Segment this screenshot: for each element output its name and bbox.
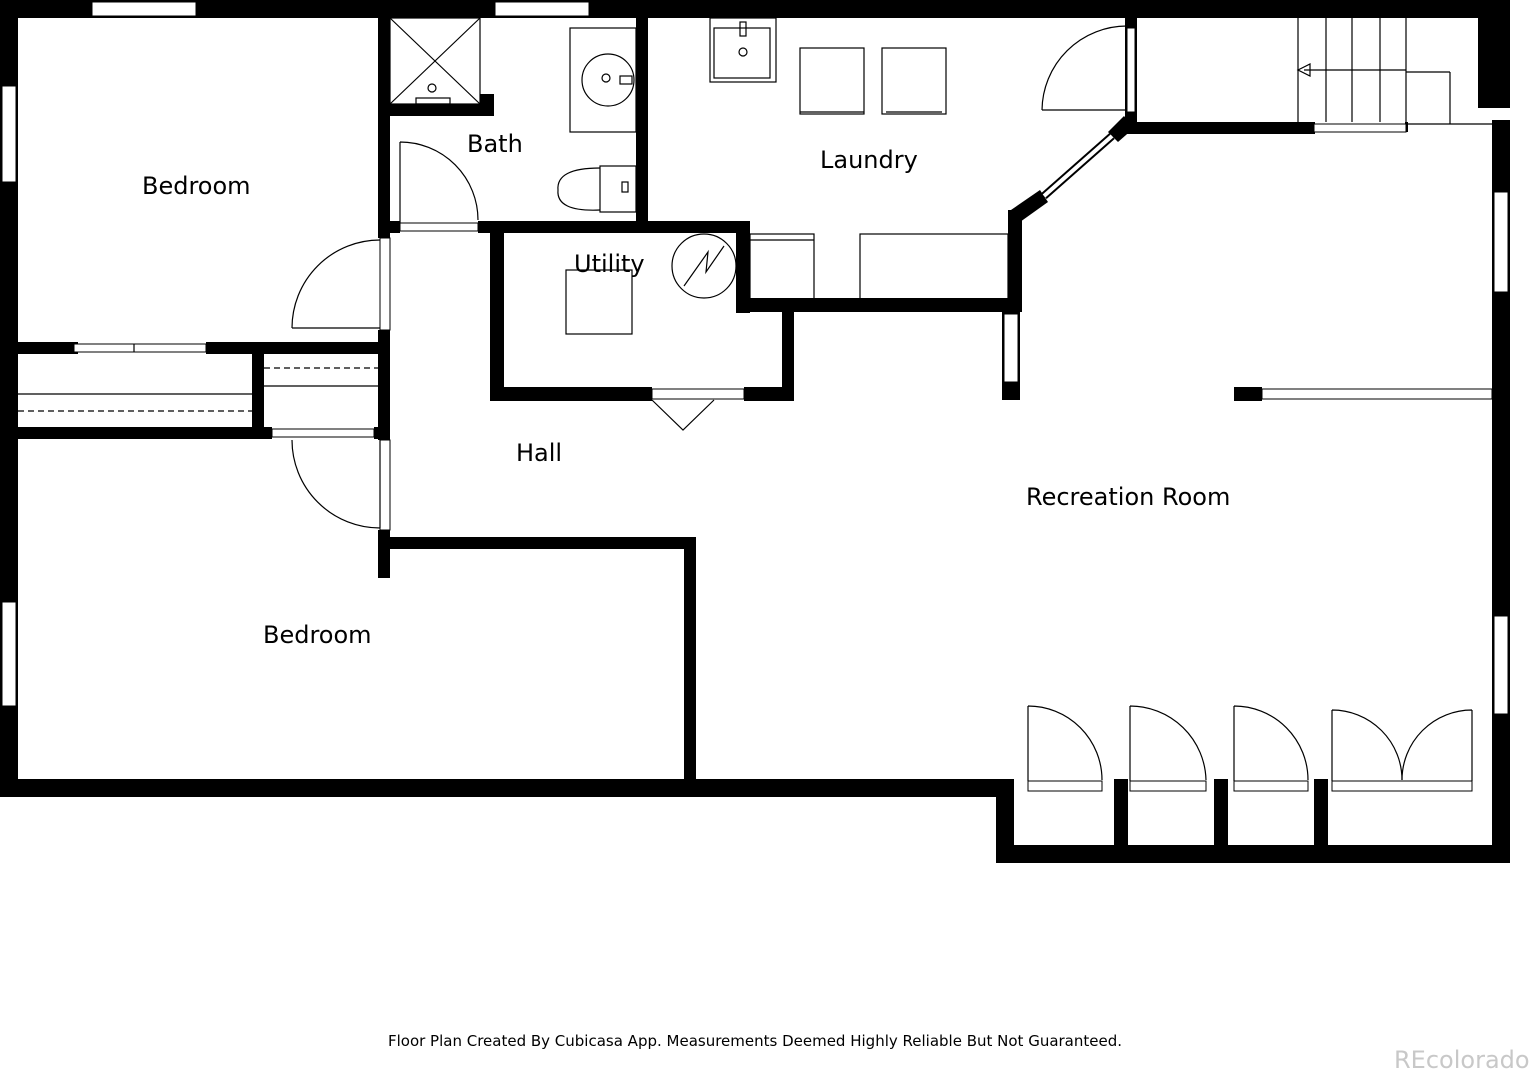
watermark-logo: REcolorado — [1394, 1046, 1530, 1074]
room-label-recreation-room: Recreation Room — [1026, 483, 1231, 511]
windows — [1, 1, 1509, 715]
closet-shelves — [18, 343, 380, 438]
room-label-bedroom-bottom: Bedroom — [263, 621, 372, 649]
stairs — [1296, 18, 1492, 133]
doors — [291, 25, 1473, 792]
room-label-laundry: Laundry — [820, 146, 918, 174]
room-label-bedroom-top: Bedroom — [142, 172, 251, 200]
disclaimer-text: Floor Plan Created By Cubicasa App. Meas… — [387, 1032, 1123, 1050]
room-label-bath: Bath — [467, 130, 523, 158]
fixtures — [389, 17, 1009, 335]
interior-walls — [16, 16, 1493, 863]
room-label-hall: Hall — [516, 439, 563, 467]
room-label-utility: Utility — [574, 250, 645, 278]
